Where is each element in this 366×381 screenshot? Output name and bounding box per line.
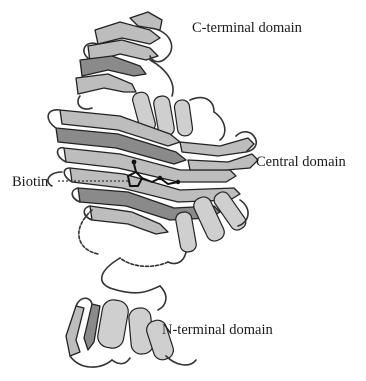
c-terminal-domain-label: C-terminal domain (192, 20, 303, 36)
biotin-label: Biotin (12, 174, 49, 190)
central-domain (48, 110, 258, 267)
central-domain-label: Central domain (256, 154, 347, 170)
n-terminal-domain-label: N-terminal domain (162, 322, 273, 338)
